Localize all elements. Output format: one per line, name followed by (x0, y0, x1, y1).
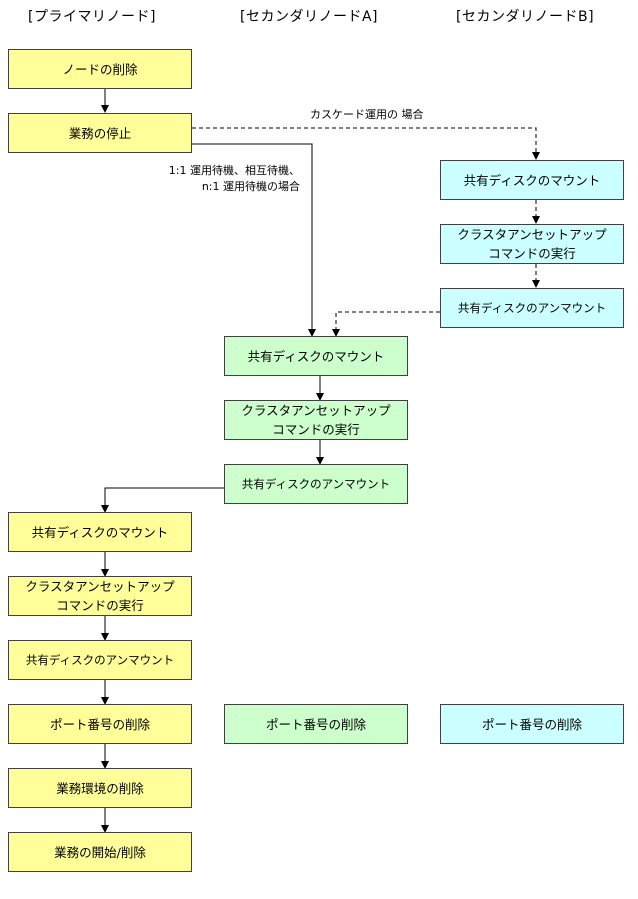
cascade-note: カスケード運用の 場合 (310, 108, 424, 121)
secondary-b-mount-disk-box: 共有ディスクのマウント (440, 160, 624, 200)
arrow-stop-to-sec-b-cascade (192, 127, 540, 160)
primary-unmount-disk-box: 共有ディスクのアンマウント (8, 640, 192, 680)
primary-start-delete-service-box: 業務の開始/削除 (8, 832, 192, 872)
primary-stop-service-box: 業務の停止 (8, 113, 192, 153)
primary-delete-env-box: 業務環境の削除 (8, 768, 192, 808)
arrow-a-to-primary-mount (101, 487, 224, 513)
secondary-a-mount-disk-box: 共有ディスクのマウント (224, 336, 408, 376)
secondary-b-delete-port-box: ポート番号の削除 (440, 704, 624, 744)
header-secondary-node-b: [セカンダリノードB] (456, 9, 595, 25)
secondary-b-unmount-disk-box: 共有ディスクのアンマウント (440, 288, 624, 328)
header-secondary-node-a: [セカンダリノードA] (240, 9, 379, 25)
secondary-b-cluster-setup-box: クラスタアンセットアップ コマンドの実行 (440, 224, 624, 264)
secondary-a-delete-port-box: ポート番号の削除 (224, 704, 408, 744)
primary-delete-port-box: ポート番号の削除 (8, 704, 192, 744)
secondary-a-cluster-setup-box: クラスタアンセットアップ コマンドの実行 (224, 400, 408, 440)
standby-note: 1:1 運用待機、相互待機、 n:1 運用待機の場合 (168, 164, 300, 193)
primary-mount-disk-box: 共有ディスクのマウント (8, 512, 192, 552)
primary-delete-node-box: ノードの削除 (8, 49, 192, 89)
secondary-a-unmount-disk-box: 共有ディスクのアンマウント (224, 464, 408, 504)
primary-cluster-setup-box: クラスタアンセットアップ コマンドの実行 (8, 576, 192, 616)
arrow-b-to-a-mount (332, 311, 440, 337)
arrow-stop-to-sec-a (192, 143, 316, 337)
header-primary-node: [プライマリノード] (28, 9, 156, 25)
